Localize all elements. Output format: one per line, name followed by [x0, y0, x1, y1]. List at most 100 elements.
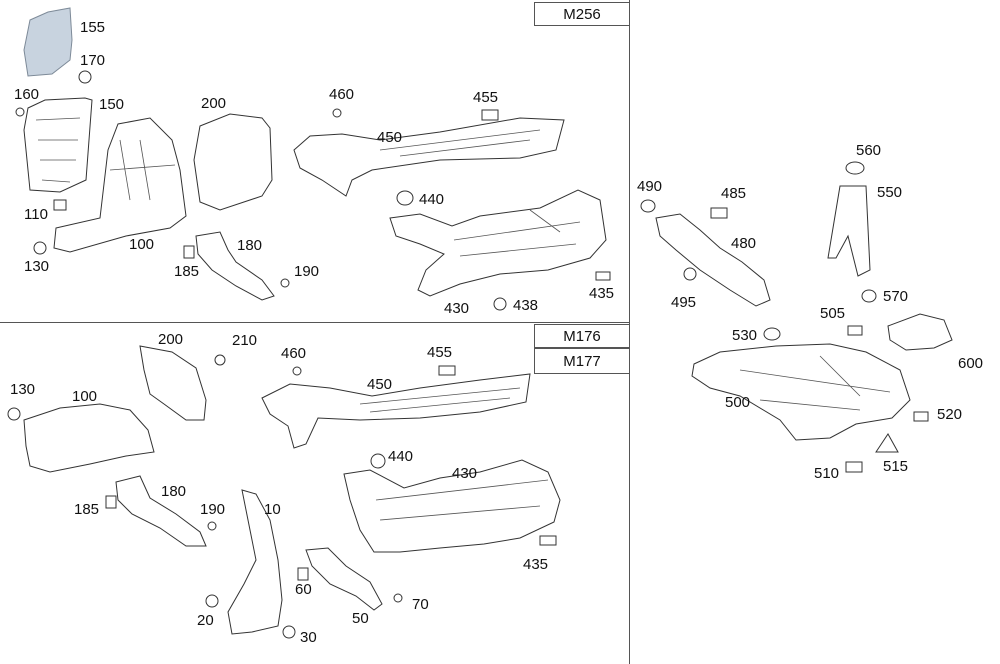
- callout-210: 210: [232, 332, 258, 349]
- part-190b-drawing: [207, 521, 217, 531]
- part-170-drawing: [78, 70, 92, 84]
- callout-180: 180: [237, 237, 263, 254]
- callout-530: 530: [732, 327, 758, 344]
- callout-460-b: 460: [281, 345, 307, 362]
- callout-438: 438: [513, 297, 539, 314]
- part-130b-drawing: [7, 407, 21, 421]
- callout-190: 190: [294, 263, 320, 280]
- callout-130-b: 130: [10, 381, 36, 398]
- part-495-drawing: [683, 267, 697, 281]
- callout-495: 495: [671, 294, 697, 311]
- part-455b-drawing: [438, 365, 456, 376]
- part-200b-drawing: [139, 345, 207, 421]
- part-430b-drawing: [343, 459, 561, 553]
- callout-10: 10: [264, 501, 281, 518]
- callout-60: 60: [295, 581, 312, 598]
- callout-110: 110: [24, 206, 48, 223]
- callout-560: 560: [856, 142, 882, 159]
- part-485-drawing: [710, 207, 728, 219]
- callout-200-b: 200: [158, 331, 184, 348]
- part-455-drawing: [481, 109, 499, 121]
- callout-150: 150: [99, 96, 125, 113]
- callout-430-b: 430: [452, 465, 478, 482]
- part-150-drawing: [23, 97, 93, 193]
- callout-435-b: 435: [523, 556, 549, 573]
- callout-450-b: 450: [367, 376, 393, 393]
- part-550-drawing: [827, 185, 871, 277]
- part-100-drawing: [53, 117, 187, 253]
- part-435-drawing: [595, 271, 611, 281]
- part-100b-drawing: [23, 403, 155, 473]
- part-110-drawing: [53, 199, 67, 211]
- part-20-drawing: [205, 594, 219, 608]
- part-430-drawing: [389, 189, 607, 297]
- callout-200: 200: [201, 95, 227, 112]
- callout-510: 510: [814, 465, 840, 482]
- callout-185-b: 185: [74, 501, 100, 518]
- part-70-drawing: [393, 593, 403, 603]
- part-160-drawing: [15, 107, 25, 117]
- part-440b-drawing: [370, 453, 386, 469]
- part-200-drawing: [193, 113, 273, 211]
- part-500-drawing: [691, 343, 911, 441]
- callout-190-b: 190: [200, 501, 226, 518]
- callout-130: 130: [24, 258, 50, 275]
- part-450-drawing: [293, 117, 565, 197]
- callout-30: 30: [300, 629, 317, 646]
- part-600-drawing: [887, 313, 953, 351]
- part-60-drawing: [297, 567, 309, 581]
- variant-box-m176: M176: [534, 324, 630, 348]
- part-570-drawing: [861, 289, 877, 303]
- callout-100: 100: [129, 236, 155, 253]
- part-510-drawing: [845, 461, 863, 473]
- part-50-drawing: [305, 547, 383, 611]
- part-180b-drawing: [115, 475, 207, 547]
- callout-480: 480: [731, 235, 757, 252]
- part-130-drawing: [33, 241, 47, 255]
- part-10-drawing: [227, 489, 283, 635]
- callout-430: 430: [444, 300, 470, 317]
- part-520-drawing: [913, 411, 929, 422]
- part-185-drawing: [183, 245, 195, 259]
- callout-70: 70: [412, 596, 429, 613]
- part-460-drawing: [332, 108, 342, 118]
- part-460b-drawing: [292, 366, 302, 376]
- callout-170: 170: [80, 52, 106, 69]
- callout-490: 490: [637, 178, 663, 195]
- callout-550: 550: [877, 184, 903, 201]
- part-490-drawing: [640, 199, 656, 213]
- callout-435: 435: [589, 285, 615, 302]
- part-530-drawing: [763, 327, 781, 341]
- callout-600: 600: [958, 355, 984, 372]
- callout-20: 20: [197, 612, 214, 629]
- callout-100-b: 100: [72, 388, 98, 405]
- callout-185: 185: [174, 263, 200, 280]
- callout-450: 450: [377, 129, 403, 146]
- part-505-drawing: [847, 325, 863, 336]
- callout-460: 460: [329, 86, 355, 103]
- part-435b-drawing: [539, 535, 557, 546]
- part-210-drawing: [214, 354, 226, 366]
- callout-455-b: 455: [427, 344, 453, 361]
- part-450b-drawing: [261, 373, 531, 449]
- callout-500: 500: [725, 394, 751, 411]
- callout-570: 570: [883, 288, 909, 305]
- horizontal-divider: [0, 322, 629, 323]
- part-440-drawing: [396, 190, 414, 206]
- callout-155: 155: [80, 19, 106, 36]
- part-480-drawing: [655, 213, 771, 307]
- callout-50: 50: [352, 610, 369, 627]
- callout-455: 455: [473, 89, 499, 106]
- part-180-drawing: [195, 231, 275, 301]
- variant-box-m177: M177: [534, 348, 630, 374]
- part-190-drawing: [280, 278, 290, 288]
- callout-505: 505: [820, 305, 846, 322]
- callout-520: 520: [937, 406, 963, 423]
- part-30-drawing: [282, 625, 296, 639]
- callout-180-b: 180: [161, 483, 187, 500]
- callout-440: 440: [419, 191, 445, 208]
- part-515-drawing: [875, 433, 899, 453]
- part-185b-drawing: [105, 495, 117, 509]
- part-438-drawing: [493, 297, 507, 311]
